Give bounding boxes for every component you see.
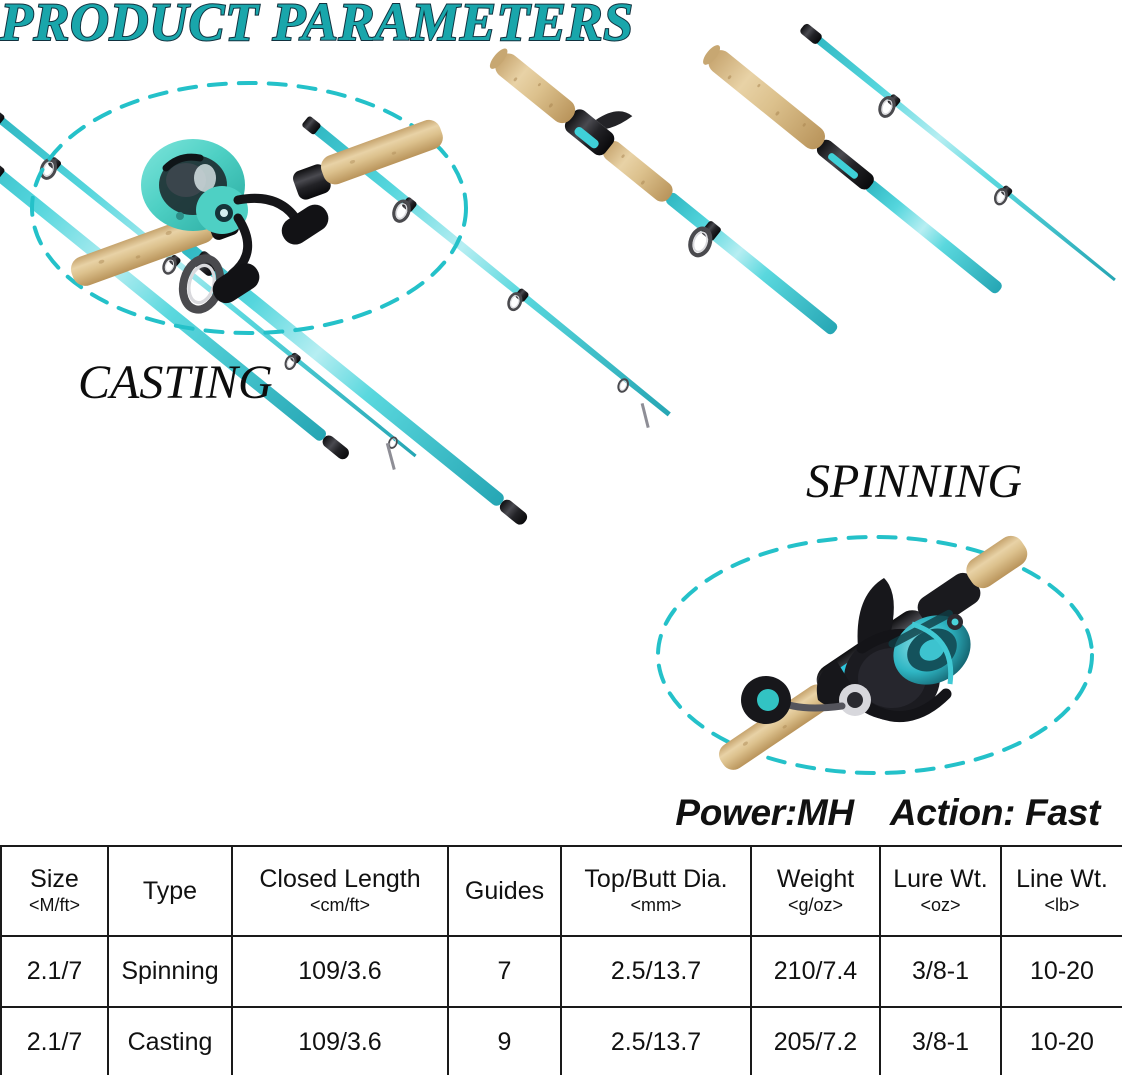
page-title: PRODUCT PARAMETERS — [0, 0, 634, 52]
spinning-label: SPINNING — [806, 455, 1022, 508]
spinning-dashed-oval — [656, 535, 1094, 775]
column-label: Weight — [776, 865, 855, 894]
column-label: Lure Wt. — [893, 865, 988, 894]
casting-callout — [30, 81, 468, 335]
table-row: 2.1/7 Spinning 109/3.6 7 2.5/13.7 210/7.… — [0, 935, 1122, 1008]
casting-rod-butt-section — [0, 139, 349, 460]
baitcasting-reel — [141, 139, 329, 304]
product-artwork — [0, 23, 1116, 775]
column-label: Line Wt. — [1016, 865, 1108, 894]
column-header-top-butt-dia: Top/Butt Dia. <mm> — [560, 845, 752, 937]
column-unit: <cm/ft> — [309, 895, 371, 916]
action-spec: Action: Fast — [889, 792, 1100, 833]
cell-size: 2.1/7 — [0, 1006, 109, 1075]
column-header-guides: Guides — [447, 845, 562, 937]
casting-rod-handle-section — [489, 48, 838, 335]
cell-top-butt-dia: 2.5/13.7 — [560, 935, 752, 1008]
table-row: 2.1/7 Casting 109/3.6 9 2.5/13.7 205/7.2… — [0, 1006, 1122, 1075]
spinning-rod-mid-section — [302, 116, 671, 429]
column-label: Size — [30, 865, 79, 894]
cell-guides: 9 — [447, 1006, 562, 1075]
column-header-size: Size <M/ft> — [0, 845, 109, 937]
spinning-rod-tip-section — [800, 23, 1116, 282]
cell-weight: 205/7.2 — [750, 1006, 881, 1075]
cell-closed-length: 109/3.6 — [231, 935, 449, 1008]
cell-top-butt-dia: 2.5/13.7 — [560, 1006, 752, 1075]
casting-rod-tip-section — [0, 108, 417, 470]
column-label: Type — [142, 876, 198, 905]
column-unit: <g/oz> — [787, 895, 844, 916]
column-label: Top/Butt Dia. — [584, 865, 728, 894]
cell-line-wt: 10-20 — [1000, 935, 1122, 1008]
column-unit: <oz> — [920, 895, 961, 916]
power-action-line: Power:MH Action: Fast — [0, 792, 1122, 834]
cell-type: Spinning — [107, 935, 233, 1008]
column-header-closed-length: Closed Length <cm/ft> — [231, 845, 449, 937]
cell-type: Casting — [107, 1006, 233, 1075]
casting-label: CASTING — [78, 356, 273, 409]
column-label: Closed Length — [259, 865, 421, 894]
table-header-row: Size <M/ft> Type Closed Length <cm/ft> G… — [0, 845, 1122, 937]
column-unit: <lb> — [1044, 895, 1080, 916]
column-unit: <M/ft> — [28, 895, 81, 916]
power-spec: Power:MH — [675, 792, 854, 833]
column-header-lure-wt: Lure Wt. <oz> — [879, 845, 1002, 937]
cell-closed-length: 109/3.6 — [231, 1006, 449, 1075]
cell-weight: 210/7.4 — [750, 935, 881, 1008]
cell-size: 2.1/7 — [0, 935, 109, 1008]
spinning-rod-handle-section — [703, 45, 1002, 294]
specification-table: Size <M/ft> Type Closed Length <cm/ft> G… — [0, 845, 1122, 1075]
cell-lure-wt: 3/8-1 — [879, 1006, 1002, 1075]
spinning-callout — [656, 535, 1094, 775]
cell-line-wt: 10-20 — [1000, 1006, 1122, 1075]
spinning-reel — [741, 578, 971, 724]
cell-lure-wt: 3/8-1 — [879, 935, 1002, 1008]
column-header-line-wt: Line Wt. <lb> — [1000, 845, 1122, 937]
column-header-weight: Weight <g/oz> — [750, 845, 881, 937]
column-label: Guides — [464, 876, 545, 905]
column-header-type: Type — [107, 845, 233, 937]
column-unit: <mm> — [630, 895, 682, 916]
casting-dashed-oval — [30, 81, 468, 335]
cell-guides: 7 — [447, 935, 562, 1008]
